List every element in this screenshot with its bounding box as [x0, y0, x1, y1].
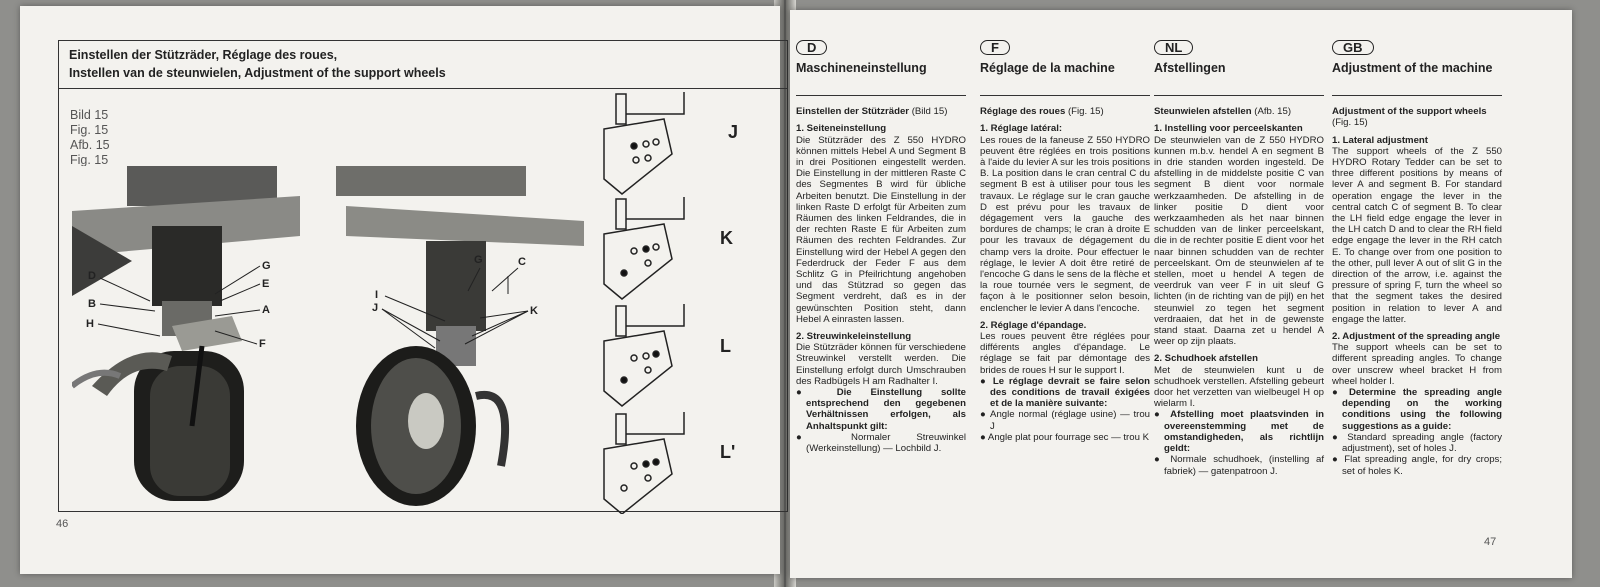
subheading-2-nl: 2. Schudhoek afstellen	[1154, 353, 1258, 365]
photo1-leader-lines	[97, 265, 261, 345]
language-badge-gb: GB	[1332, 40, 1374, 56]
fig-label-fr: Fig. 15	[70, 123, 109, 137]
paragraph-1-nl: De steunwielen van de Z 550 HYDRO kunnen…	[1154, 134, 1324, 348]
figure-title-box: Einstellen der Stützräder, Réglage des r…	[59, 41, 787, 89]
section-title-text: Steunwielen afstellen	[1154, 106, 1252, 118]
paragraph-2-nl: Met de steunwielen kunt u de schudhoek v…	[1154, 364, 1324, 410]
language-badge-nl: NL	[1154, 40, 1194, 56]
callout-g: G	[262, 260, 271, 272]
right-page: D Maschineneinstellung Einstellen der St…	[790, 10, 1572, 578]
subheading-2-fr: 2. Réglage d'épandage.	[980, 319, 1087, 331]
callout2-c: C	[518, 256, 526, 268]
subheading-1-gb: 1. Lateral adjustment	[1332, 134, 1428, 146]
left-page: Einstellen der Stützräder, Réglage des r…	[20, 6, 788, 574]
bracket-diagram-l-prime	[603, 412, 685, 514]
photo-wheel-side	[72, 166, 300, 506]
section-title-text: Einstellen der Stützräder	[796, 106, 910, 118]
column-de: D Maschineneinstellung Einstellen der St…	[796, 40, 966, 454]
bullet-3-fr: ● Angle plat pour fourrage sec — trou K	[980, 431, 1149, 443]
photo2-leader-lines	[381, 267, 529, 349]
section-title-text: Réglage des roues	[980, 106, 1066, 118]
photo-wheel-front	[336, 166, 584, 506]
section-title-gb: Adjustment of the support wheels (Fig. 1…	[1332, 106, 1502, 128]
language-badge-fr: F	[980, 40, 1010, 56]
paragraph-1-fr: Les roues de la faneuse Z 550 HYDRO peuv…	[980, 134, 1150, 314]
section-figure-ref: (Bild 15)	[909, 106, 948, 118]
column-heading-nl: Afstellingen	[1154, 61, 1324, 97]
diagram-label-l-prime: L'	[720, 442, 736, 462]
fig-label-nl: Afb. 15	[70, 138, 110, 152]
diagram-label-l: L	[720, 336, 731, 356]
callout-b: B	[88, 298, 96, 310]
column-fr: F Réglage de la machine Réglage des roue…	[980, 40, 1150, 443]
section-title-de: Einstellen der Stützräder (Bild 15)	[796, 106, 966, 117]
photo-wheel-side-image	[72, 166, 300, 506]
title-line-1: Einstellen der Stützräder, Réglage des r…	[69, 48, 338, 62]
subheading-1-de: 1. Seiteneinstellung	[796, 123, 887, 135]
column-heading-de: Maschineneinstellung	[796, 61, 966, 97]
callout-e: E	[262, 278, 270, 290]
language-badge-de: D	[796, 40, 828, 56]
subheading-1-nl: 1. Instelling voor perceelskanten	[1154, 123, 1303, 135]
subheading-1-fr: 1. Réglage latéral:	[980, 123, 1063, 135]
bracket-diagram-k	[603, 197, 685, 300]
column-nl: NL Afstellingen Steunwielen afstellen (A…	[1154, 40, 1324, 477]
bullet-3-gb: ● Flat spreading angle, for dry crops; s…	[1332, 454, 1502, 477]
subheading-2-gb: 2. Adjustment of the spreading angle	[1332, 331, 1501, 343]
bullet-2-gb: ● Standard spreading angle (factory adju…	[1332, 431, 1502, 455]
photo-wheel-front-image	[336, 166, 584, 506]
fig-label-gb: Fig. 15	[70, 153, 109, 167]
bullet-2-fr: ● Angle normal (réglage usine) — trou J	[980, 409, 1150, 432]
diagram-label-j: J	[728, 122, 739, 142]
callout2-k: K	[530, 305, 538, 317]
diagram-label-k: K	[720, 228, 733, 248]
bullet-1-nl: ● Afstelling moet plaatsvinden in overee…	[1154, 409, 1324, 455]
figure-frame: Einstellen der Stützräder, Réglage des r…	[58, 40, 788, 512]
section-title-text: Adjustment of the support wheels	[1332, 106, 1487, 118]
callout-h: H	[86, 318, 94, 330]
callout2-g: G	[474, 254, 483, 266]
column-heading-gb: Adjustment of the machine	[1332, 61, 1502, 97]
paragraph-2-gb: The support wheels can be set to differe…	[1332, 342, 1502, 387]
bullet-1-de: ● Die Einstellung sollte entsprechend de…	[796, 387, 966, 432]
section-figure-ref: (Afb. 15)	[1251, 106, 1292, 118]
bullet-1-gb: ● Determine the spreading angle dependin…	[1332, 387, 1502, 432]
figure-labels: Bild 15 Fig. 15 Afb. 15 Fig. 15	[70, 108, 110, 168]
paragraph-2-de: Die Stützräder können für verschiedene S…	[796, 342, 966, 387]
callout-d: D	[88, 270, 96, 282]
section-figure-ref: (Fig. 15)	[1065, 106, 1104, 118]
subheading-2-de: 2. Streuwinkeleinstellung	[796, 331, 912, 343]
section-figure-ref: (Fig. 15)	[1332, 117, 1368, 129]
section-title-fr: Réglage des roues (Fig. 15)	[980, 106, 1150, 117]
title-line-2: Instellen van de steunwielen, Adjustment…	[69, 66, 446, 80]
page-number-left: 46	[56, 518, 69, 530]
bullet-1-fr: ● Le réglage devrait se faire selon des …	[980, 375, 1150, 410]
bracket-diagram-j	[603, 92, 685, 195]
callout2-i: I	[375, 289, 379, 301]
paragraph-2-fr: Les roues peuvent être réglées pour diff…	[980, 331, 1150, 376]
column-heading-fr: Réglage de la machine	[980, 61, 1150, 97]
bullet-2-nl: ● Normale schudhoek, (instelling af fabr…	[1154, 454, 1324, 477]
fig-label-de: Bild 15	[70, 108, 109, 122]
callout-a: A	[262, 304, 270, 316]
bracket-diagram-l	[603, 304, 685, 407]
page-number-right: 47	[1484, 536, 1497, 548]
callout-f: F	[259, 338, 266, 350]
bullet-2-de: ● Normaler Streuwinkel (Werkeinstellung)…	[796, 431, 966, 455]
callout2-j: J	[372, 302, 379, 314]
column-gb: GB Adjustment of the machine Adjustment …	[1332, 40, 1502, 477]
paragraph-1-de: Die Stützräder des Z 550 HYDRO können mi…	[796, 134, 966, 325]
paragraph-1-gb: The support wheels of the Z 550 HYDRO Ro…	[1332, 145, 1502, 325]
bracket-diagrams	[603, 92, 685, 514]
section-title-nl: Steunwielen afstellen (Afb. 15)	[1154, 106, 1324, 117]
